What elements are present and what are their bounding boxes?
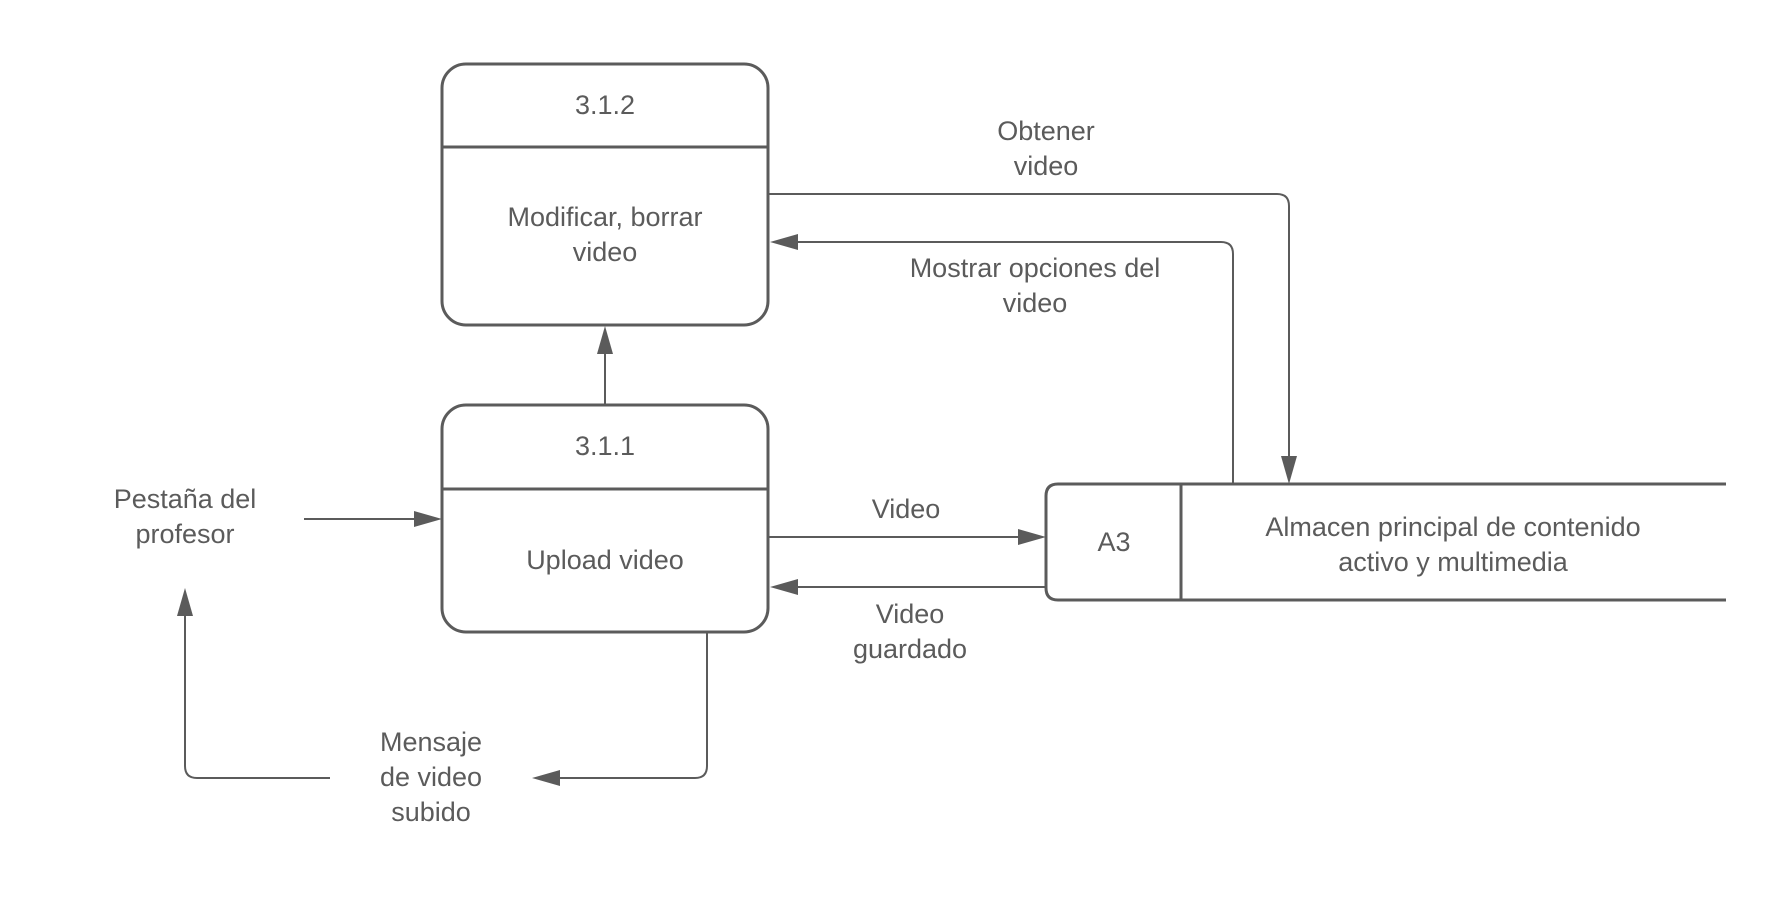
flow-profesor-to-upload-arrowhead (414, 511, 442, 527)
external-entity-label-line-2: profesor (135, 519, 234, 549)
flow-mensaje-segment-1 (554, 632, 708, 779)
flow-mostrar-opciones-arrowhead (770, 234, 798, 250)
flow-obtener-video-label-line-2: video (1014, 151, 1079, 181)
flow-video-guardado-arrowhead (770, 579, 798, 595)
flow-profesor-to-upload (304, 511, 442, 527)
flow-video-guardado-label-line-1: Video (876, 599, 945, 629)
flow-mensaje-label-line-3: subido (391, 797, 471, 827)
external-entity-label-line-1: Pestaña del (114, 484, 257, 514)
datastore-label-line-2: activo y multimedia (1338, 547, 1569, 577)
flow-mensaje-video-subido: Mensaje de video subido (177, 588, 708, 827)
flow-mostrar-opciones-line (792, 241, 1234, 484)
external-entity-pestana-del-profesor[interactable]: Pestaña del profesor (114, 484, 257, 549)
flow-video-arrowhead (1018, 529, 1046, 545)
flow-mensaje-segment-2 (184, 610, 330, 779)
process-3-1-1-number: 3.1.1 (575, 431, 635, 461)
flow-mensaje-arrowhead-midway (532, 770, 560, 786)
flow-video-guardado-label-line-2: guardado (853, 634, 967, 664)
process-3-1-2[interactable]: 3.1.2 Modificar, borrar video (440, 62, 770, 327)
flow-mensaje-label-line-1: Mensaje (380, 727, 482, 757)
flow-upload-to-modify-arrowhead (597, 326, 613, 354)
flow-upload-to-modify (597, 326, 613, 405)
flow-obtener-video-arrowhead (1281, 456, 1297, 484)
flow-mostrar-opciones: Mostrar opciones del video (770, 234, 1234, 484)
datastore-label-line-1: Almacen principal de contenido (1265, 512, 1640, 542)
flow-obtener-video-line (768, 193, 1290, 462)
process-3-1-1[interactable]: 3.1.1 Upload video (440, 403, 770, 634)
flow-mensaje-label-line-2: de video (380, 762, 482, 792)
process-3-1-2-number: 3.1.2 (575, 90, 635, 120)
flow-mostrar-opciones-label-line-1: Mostrar opciones del (910, 253, 1161, 283)
datastore-a3[interactable]: A3 Almacen principal de contenido activo… (1044, 482, 1726, 602)
flow-obtener-video-label-line-1: Obtener (997, 116, 1095, 146)
datastore-id: A3 (1097, 527, 1130, 557)
flow-mostrar-opciones-label-line-2: video (1003, 288, 1068, 318)
process-3-1-1-label-line-1: Upload video (526, 545, 684, 575)
datastore-a3-shape (1044, 482, 1726, 602)
flow-obtener-video: Obtener video (768, 116, 1297, 484)
flow-mensaje-arrowhead-end (177, 588, 193, 616)
process-3-1-2-label-line-2: video (573, 237, 638, 267)
flow-video-guardado: Video guardado (770, 579, 1046, 664)
flow-video: Video (768, 494, 1046, 545)
flow-video-label: Video (872, 494, 941, 524)
process-3-1-2-label-line-1: Modificar, borrar (507, 202, 702, 232)
